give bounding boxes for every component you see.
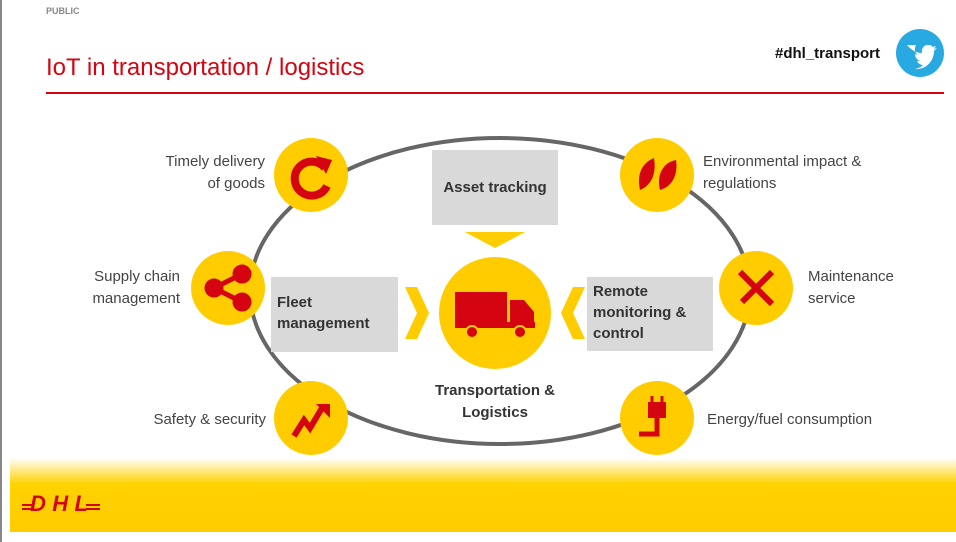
remote-label-2: monitoring & [593,304,687,321]
timely-label-2: of goods [207,175,265,192]
maintenance-label: Maintenance service [808,266,894,310]
timely-label-1: Timely delivery [165,153,265,170]
supply-chain-label: Supply chain management [92,266,180,310]
supply-chain-circle [191,251,265,325]
leaves-icon [638,158,677,190]
refresh-icon [290,156,332,200]
supply-label-2: management [92,290,180,307]
plug-icon [639,396,666,437]
env-label-1: Environmental impact & [703,153,862,170]
remote-label-3: control [593,325,644,342]
chevron-down-icon [465,232,525,248]
energy-label: Energy/fuel consumption [707,411,873,428]
safety-circle [274,381,348,455]
chevron-right-icon [405,287,429,339]
asset-tracking-box: Asset tracking [432,150,558,225]
share-icon [204,264,252,312]
remote-monitoring-box: Remote monitoring & control [587,277,713,351]
maint-label-1: Maintenance [808,268,894,285]
timely-delivery-circle [274,138,348,212]
safety-label: Safety & security [153,411,266,428]
center-label-1: Transportation & [434,382,555,399]
maint-label-2: service [808,290,856,307]
asset-tracking-label: Asset tracking [443,179,547,196]
fleet-label-2: management [277,315,370,332]
svg-text:DHL: DHL [30,491,88,516]
center-label: Transportation & Logistics [415,380,575,424]
environment-circle [620,138,694,212]
fleet-management-box: Fleet management [271,277,398,352]
title-divider [46,92,944,94]
dhl-logo: DHL [22,489,102,522]
hashtag: #dhl_transport [775,45,881,62]
remote-label-1: Remote [593,283,649,300]
twitter-icon[interactable] [896,29,944,77]
supply-label-1: Supply chain [94,268,180,285]
trend-up-icon [291,404,330,438]
classification-label: PUBLIC [46,6,80,16]
environment-label: Environmental impact & regulations [703,151,861,195]
center-label-2: Logistics [462,404,528,421]
tools-icon [737,269,775,307]
truck-icon [455,292,535,339]
fleet-label-1: Fleet [277,294,313,311]
env-label-2: regulations [703,175,777,192]
footer-band [10,458,956,532]
timely-delivery-label: Timely delivery of goods [166,151,265,195]
left-border [0,0,2,542]
chevron-left-icon [561,287,585,339]
page-title: IoT in transportation / logistics [46,54,365,81]
